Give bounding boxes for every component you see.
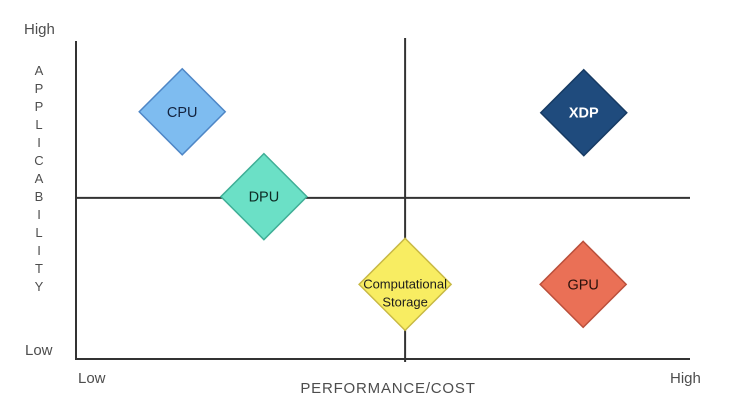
x-axis-high-label: High [670,370,701,387]
diamond-xdp [539,68,628,157]
diamond-computational-storage [358,237,453,332]
diamond-label-xdp: XDP [569,106,599,122]
diamond-label-cpu: CPU [167,105,198,121]
x-axis-title: PERFORMANCE/COST [300,380,476,397]
y-axis-high-label: High [24,21,55,38]
diamond-label-dpu: DPU [249,190,280,206]
diamond-cpu [138,67,227,156]
x-axis-low-label: Low [78,370,106,387]
diamond-gpu [539,240,628,329]
diamond-dpu [219,152,308,241]
diamond-label-gpu: GPU [567,277,598,293]
y-axis-title: A P P L I C A B I L I T Y [34,63,44,294]
y-axis-low-label: Low [25,342,53,359]
